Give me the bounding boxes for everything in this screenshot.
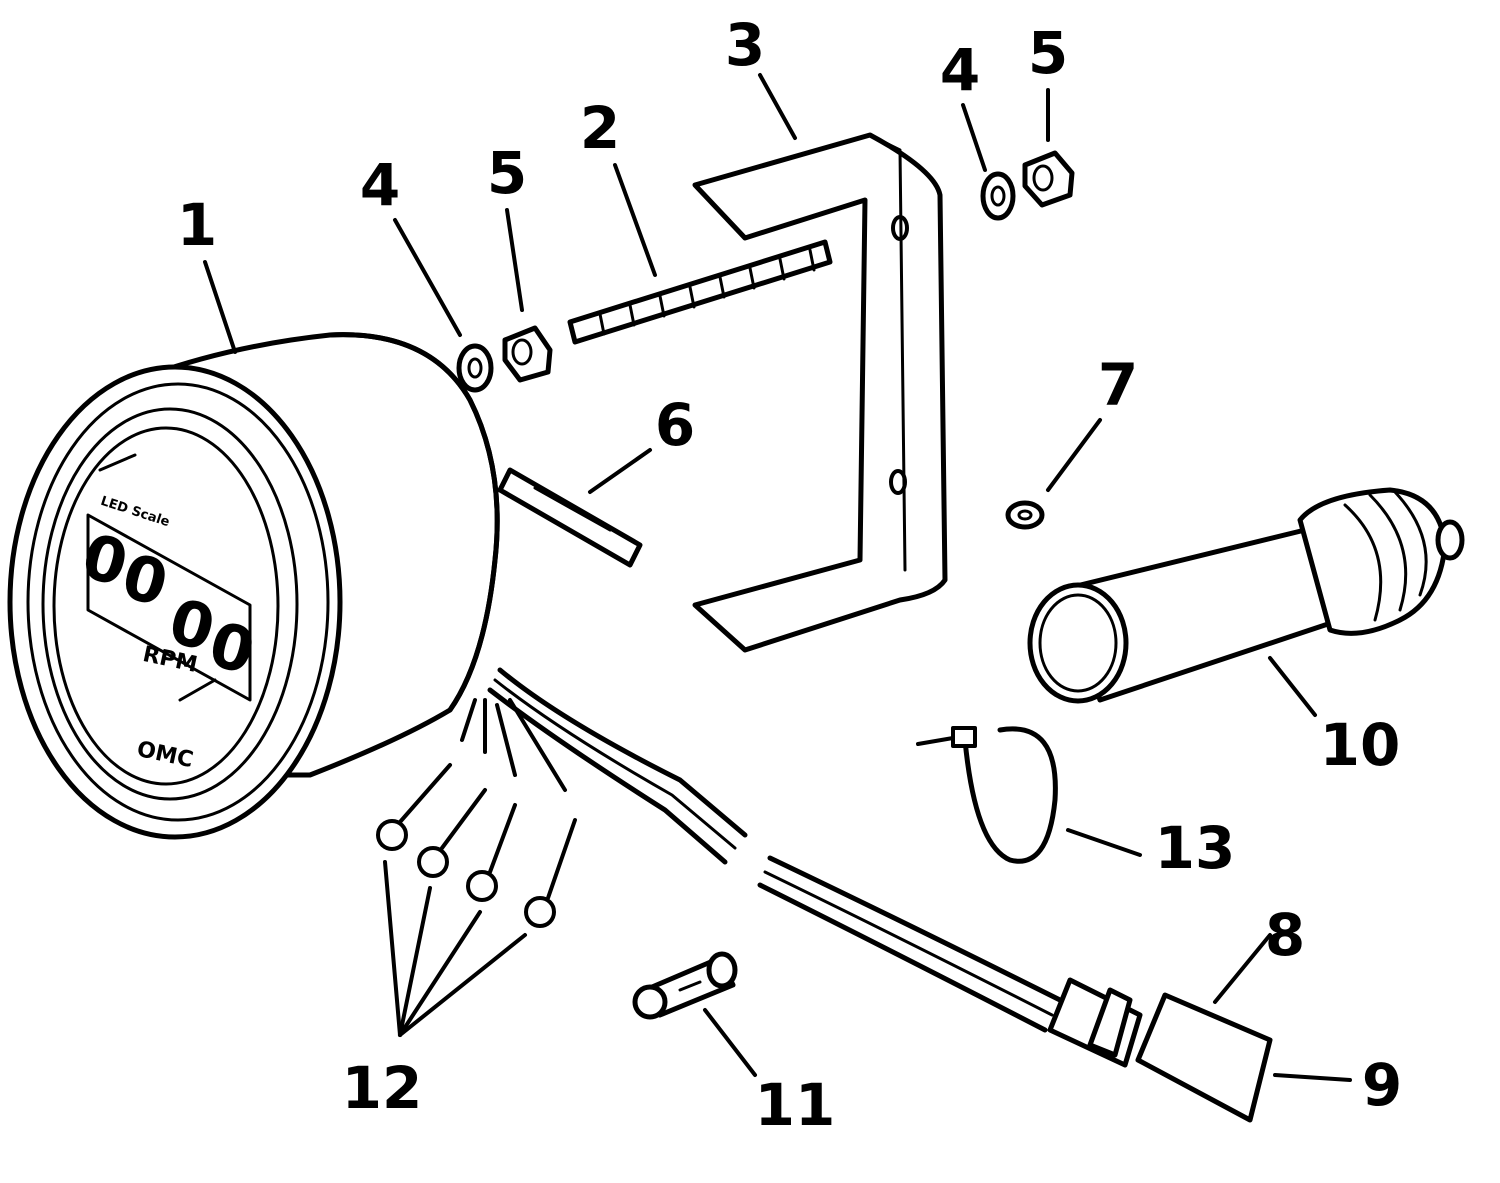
callout-4-right: 4: [940, 36, 980, 104]
callout-1: 1: [177, 191, 217, 259]
cable-tie: [916, 726, 1058, 864]
hex-nut-right: [1022, 150, 1075, 208]
mounting-bracket: [692, 132, 948, 653]
sender-pin: [497, 467, 643, 568]
tachometer-gauge: 0 0 0 0 LED Scale RPM OMC: [7, 332, 500, 840]
lock-washer-left: [456, 343, 494, 393]
fuse: [632, 951, 738, 1020]
callout-6: 6: [655, 391, 695, 459]
digit-display: 0 0 0 0: [75, 519, 263, 689]
callout-11: 11: [755, 1071, 836, 1139]
callout-7: 7: [1098, 351, 1138, 419]
wiring-harness: [460, 667, 1063, 1033]
leader-lines: [203, 73, 1352, 1082]
callout-10: 10: [1320, 711, 1401, 779]
callout-12: 12: [342, 1054, 423, 1122]
callout-5-left: 5: [487, 139, 527, 207]
callout-labels: 1 2 3 4 5 4 5 6 7 8 9 10 11 12 13: [177, 11, 1402, 1139]
ring-terminals: [376, 763, 577, 928]
connector-plug: [1047, 977, 1273, 1123]
callout-8: 8: [1265, 901, 1305, 969]
callout-13: 13: [1155, 814, 1236, 882]
hex-nut-left: [502, 325, 553, 383]
callout-9: 9: [1362, 1051, 1402, 1119]
threaded-stud: [567, 239, 833, 345]
callout-3: 3: [725, 11, 765, 79]
callout-4-left: 4: [360, 151, 400, 219]
callout-5-right: 5: [1028, 19, 1068, 87]
star-washer: [1005, 500, 1045, 530]
rubber-boot: [1027, 487, 1465, 704]
callout-2: 2: [580, 94, 620, 162]
lock-washer-right: [980, 171, 1016, 221]
